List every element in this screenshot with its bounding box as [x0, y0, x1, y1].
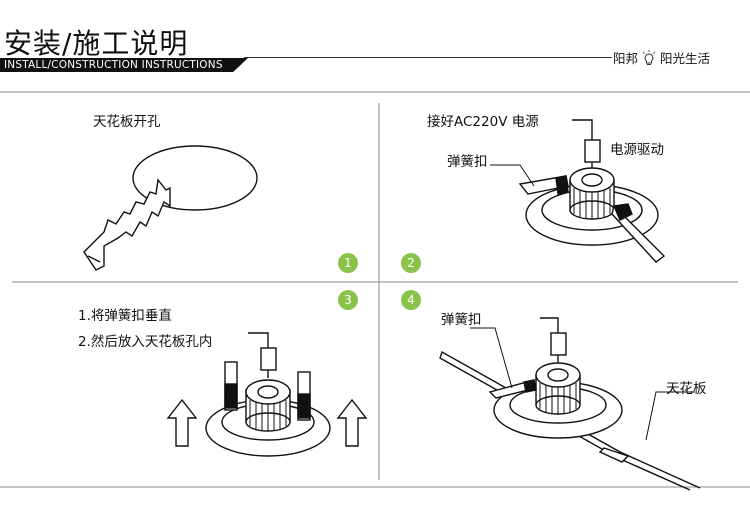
step2-driver-label: 电源驱动: [610, 142, 664, 158]
saw-drawing: [83, 178, 171, 271]
downlight-step3: [166, 332, 368, 457]
step3-instruction-1: 1.将弹簧扣垂直: [78, 308, 172, 324]
header-divider: [244, 57, 612, 58]
step4-spring-label: 弹簧扣: [441, 312, 482, 328]
subtitle-bar: [0, 58, 248, 72]
step-badge-4: 4: [401, 290, 421, 310]
step2-spring-label: 弹簧扣: [447, 154, 488, 170]
step4-ceiling-label: 天花板: [666, 381, 707, 397]
step1-label: 天花板开孔: [93, 114, 161, 130]
step-badge-2: 2: [401, 253, 421, 273]
step-badge-1: 1: [338, 253, 358, 273]
page-subtitle: INSTALL/CONSTRUCTION INSTRUCTIONS: [4, 59, 223, 71]
step3-instruction-2: 2.然后放入天花板孔内: [78, 334, 213, 350]
brand-name-right: 阳光生活: [660, 51, 711, 66]
brand-logo: 阳邦 阳光生活: [613, 48, 710, 67]
downlight-step2: [490, 119, 666, 263]
panel-grid: [0, 91, 750, 488]
ceiling-hole-drawing: [132, 145, 258, 211]
page-title: 安装/施工说明: [4, 27, 189, 60]
lightbulb-icon: [642, 49, 656, 65]
downlight-step4: [439, 317, 701, 491]
brand-name-left: 阳邦: [613, 51, 639, 66]
step-badge-3: 3: [338, 290, 358, 310]
step2-power-label: 接好AC220V 电源: [427, 114, 539, 130]
